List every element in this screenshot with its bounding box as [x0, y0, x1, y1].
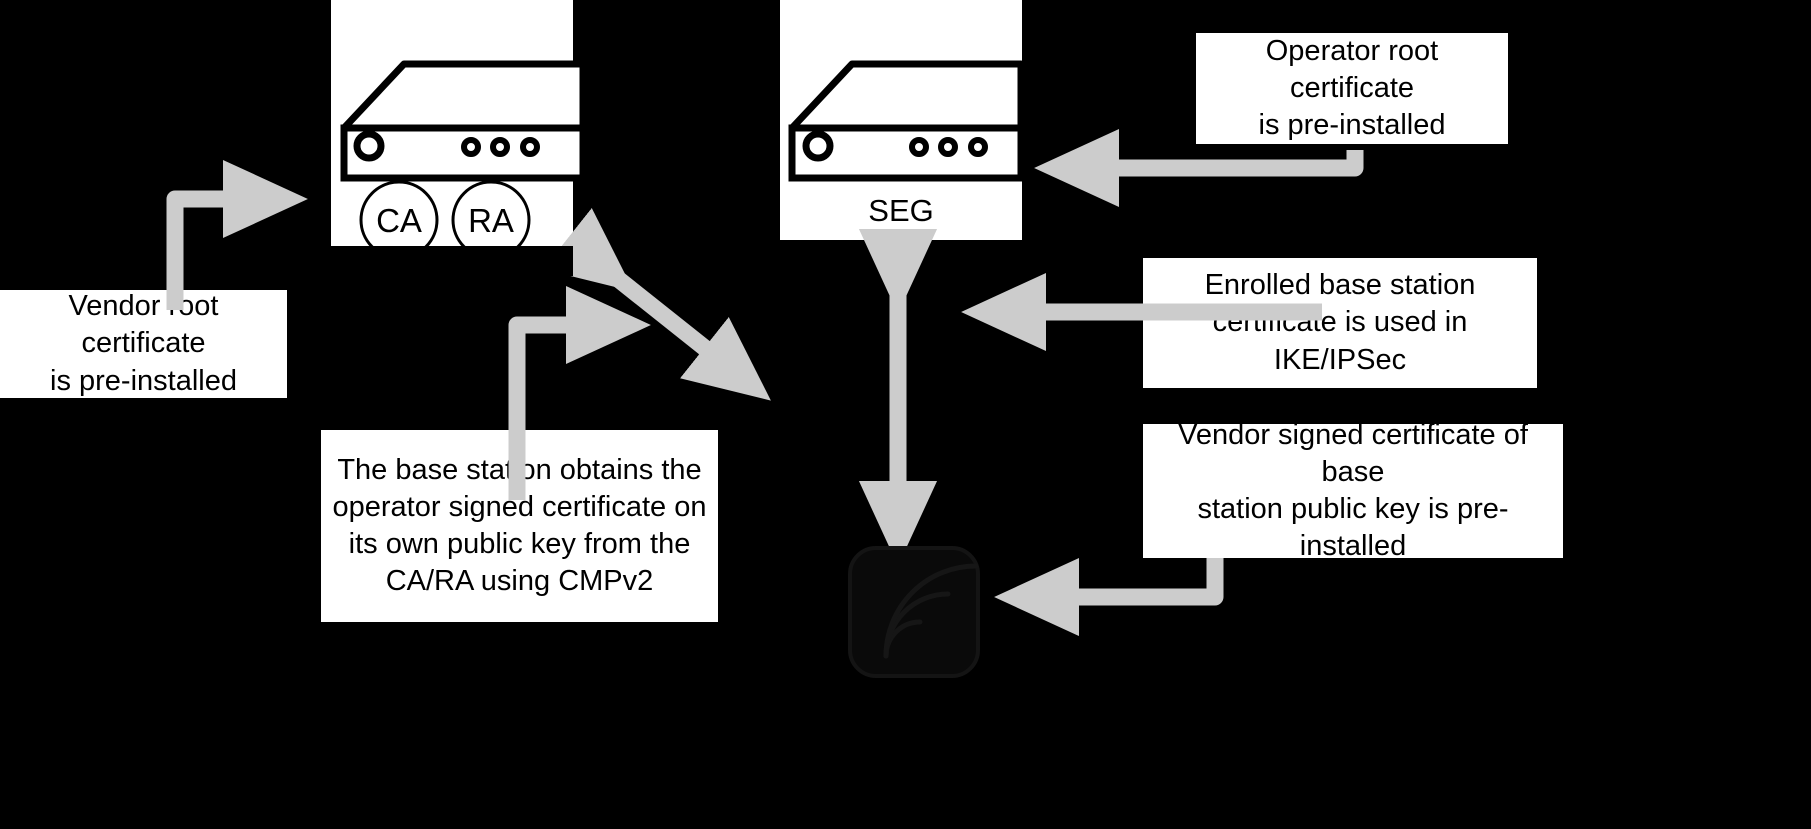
callout-cmpv2-enrolment: The base station obtains the operator si… — [321, 430, 718, 622]
callout-line: its own public key from the — [348, 528, 691, 560]
callout-line: is pre-installed — [1258, 109, 1446, 142]
callout-line: is pre-installed — [50, 364, 237, 397]
callout-line: station public key is pre-installed — [1197, 493, 1509, 563]
callout-line: operator signed certificate on — [332, 490, 707, 523]
callout-line: CA/RA using CMPv2 — [385, 565, 654, 598]
seg-device-label: SEG — [780, 193, 1022, 229]
callout-line: Enrolled base station — [1204, 269, 1476, 302]
connector-operator-root-to-seg — [1034, 128, 1364, 208]
callout-operator-root-certificate: Operator root certificate is pre-install… — [1196, 33, 1508, 144]
wireless-signal-icon — [848, 546, 980, 678]
panel-bottom-mask — [331, 246, 573, 276]
base-station-panel — [331, 0, 573, 246]
callout-vendor-root-certificate: Vendor root certificate is pre-installed — [0, 290, 287, 398]
callout-line: The base station obtains the — [337, 453, 702, 486]
callout-line: certificate is used in IKE/IPSec — [1212, 306, 1468, 376]
callout-line: Operator root certificate — [1265, 34, 1439, 104]
callout-vendor-signed-certificate: Vendor signed certificate of base statio… — [1143, 419, 1563, 562]
callout-line: Vendor root certificate — [68, 290, 219, 360]
connector-base-station-to-seg — [543, 208, 771, 401]
callout-line: Vendor signed certificate of base — [1178, 418, 1528, 488]
callout-enrolled-base-station-certificate: Enrolled base station certificate is use… — [1143, 258, 1537, 388]
seg-label-text: SEG — [868, 193, 934, 228]
